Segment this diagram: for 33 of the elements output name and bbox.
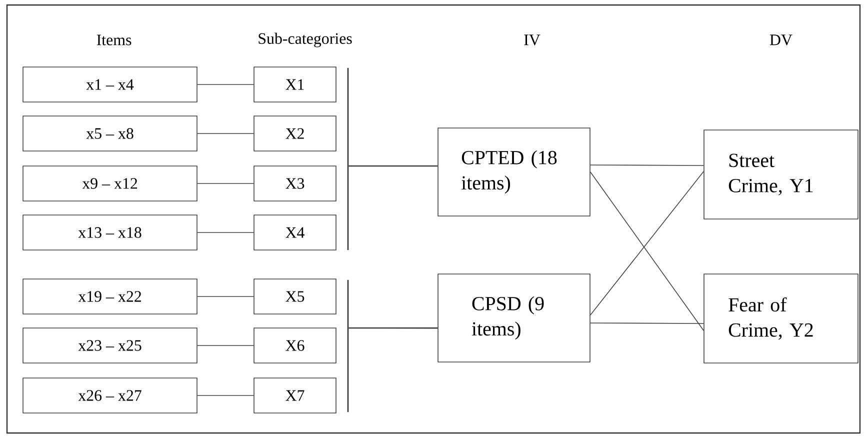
subcategory-box: X7 bbox=[254, 378, 336, 414]
connector-line bbox=[590, 164, 704, 166]
connector-line bbox=[197, 395, 254, 396]
column-heading: IV bbox=[524, 34, 540, 46]
subcategory-box: X6 bbox=[254, 328, 336, 364]
connector-line bbox=[197, 133, 254, 134]
connector-line bbox=[590, 322, 704, 324]
connector-line bbox=[348, 327, 438, 329]
connector-line bbox=[197, 345, 254, 346]
item-box: x5 – x8 bbox=[22, 116, 198, 152]
variable-box: Fear of Crime, Y2 bbox=[704, 274, 858, 364]
subcategory-box: X2 bbox=[254, 116, 336, 152]
item-box: x26 – x27 bbox=[22, 378, 198, 414]
connector-line bbox=[348, 165, 438, 167]
connector-line bbox=[197, 183, 254, 184]
variable-box: Street Crime, Y1 bbox=[704, 130, 858, 220]
subcategory-box: X5 bbox=[254, 278, 336, 314]
column-heading: Items bbox=[96, 34, 132, 46]
item-box: x23 – x25 bbox=[22, 328, 198, 364]
variable-box: CPTED (18 items) bbox=[438, 128, 590, 216]
connector-line bbox=[197, 296, 254, 297]
variable-box: CPSD (9 items) bbox=[438, 274, 590, 362]
column-heading: Sub-categories bbox=[258, 32, 352, 48]
item-box: x13 – x18 bbox=[22, 214, 198, 250]
item-box: x1 – x4 bbox=[22, 66, 198, 102]
connector-line bbox=[197, 84, 254, 85]
item-box: x19 – x22 bbox=[22, 278, 198, 314]
item-box: x9 – x12 bbox=[22, 166, 198, 202]
subcategory-box: X4 bbox=[254, 214, 336, 250]
column-heading: DV bbox=[770, 34, 792, 46]
subcategory-box: X3 bbox=[254, 166, 336, 202]
subcategory-box: X1 bbox=[254, 66, 336, 102]
connector-line bbox=[197, 232, 254, 233]
